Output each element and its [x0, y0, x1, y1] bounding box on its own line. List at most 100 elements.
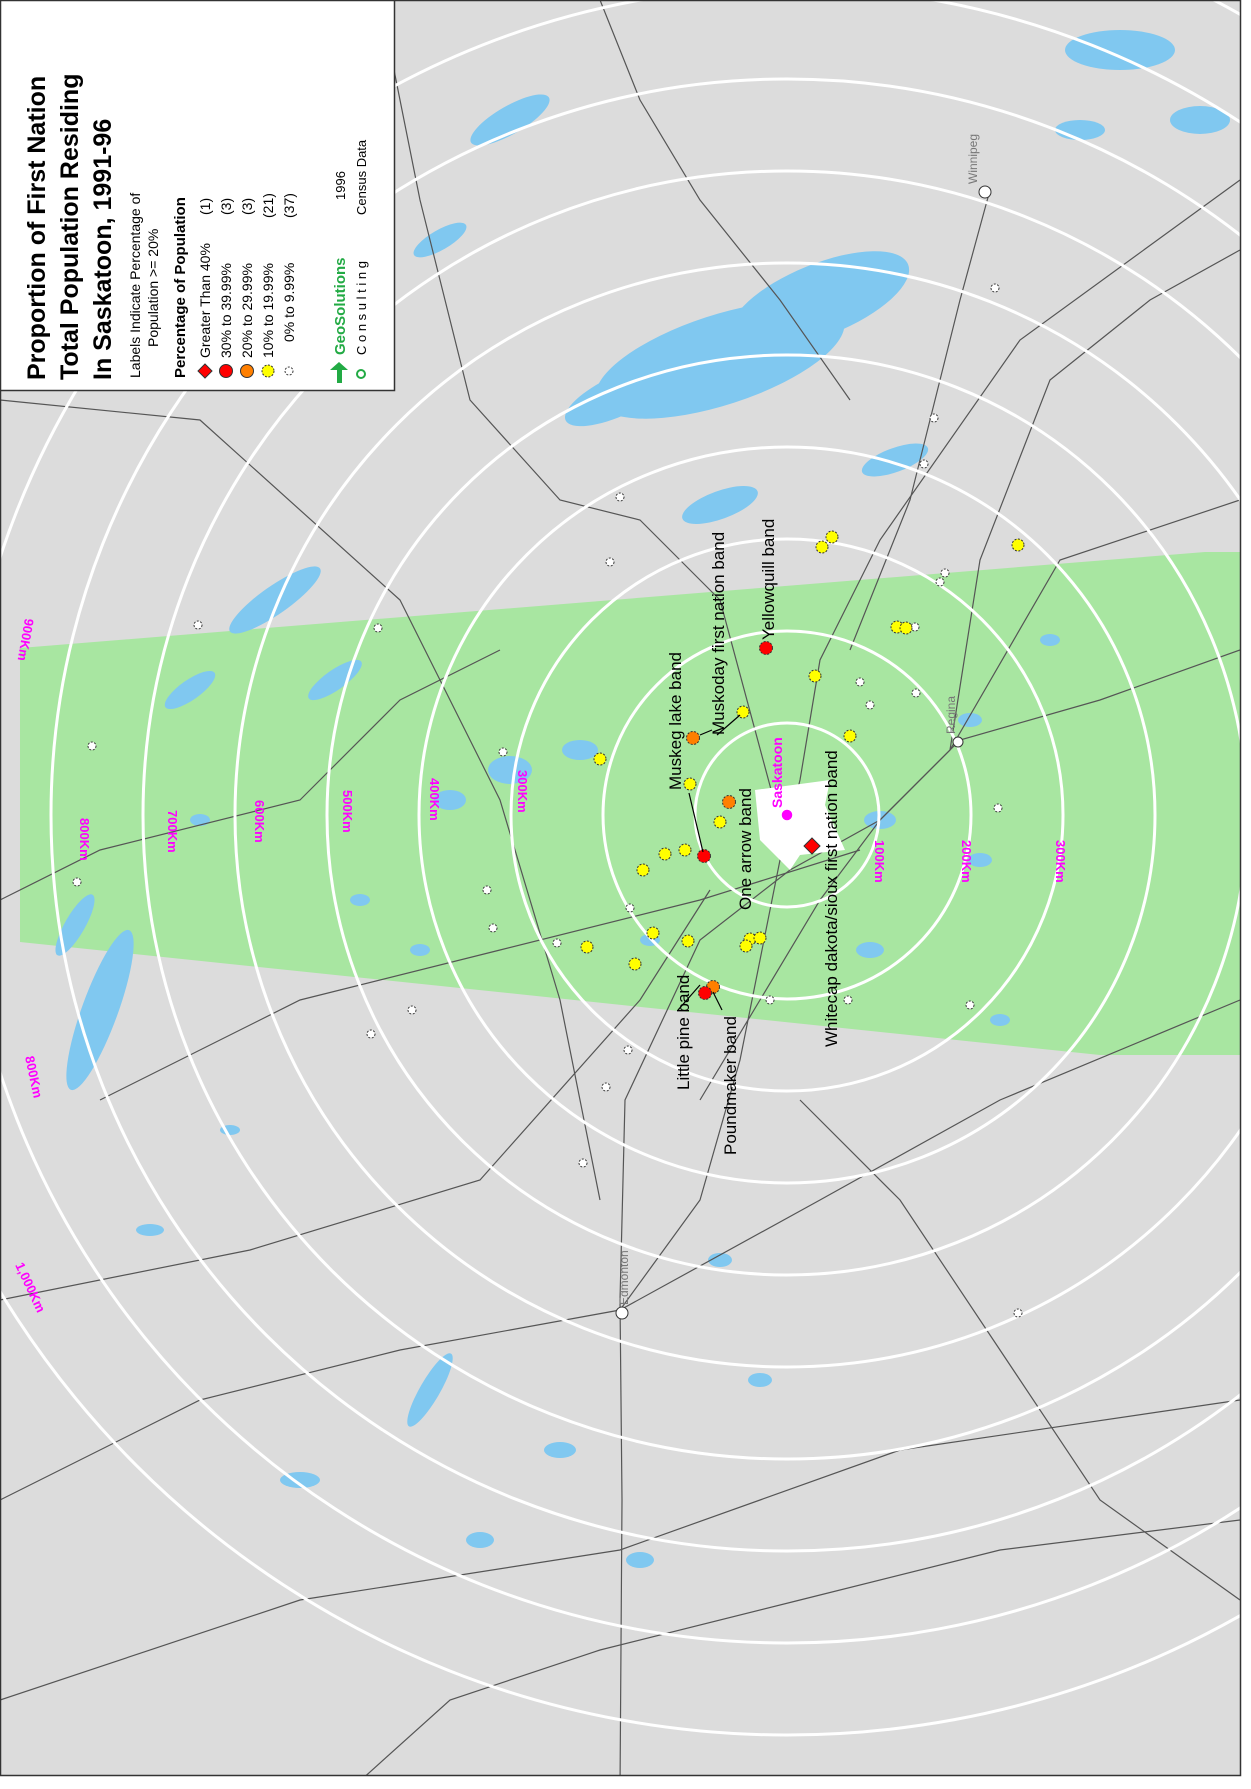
- band-label-little-pine: Little pine band: [674, 975, 693, 1090]
- legend-class-label: 0% to 9.99%: [281, 263, 297, 342]
- logo-name: GeoSolutions: [332, 258, 349, 356]
- band-label-one-arrow: One arrow band: [736, 788, 755, 910]
- point-mid: [899, 621, 913, 635]
- point-mid: [593, 752, 607, 766]
- point-red: [759, 641, 773, 655]
- saskatoon-city-area: [755, 780, 845, 870]
- point-mid: [843, 729, 857, 743]
- point-low: [601, 1082, 611, 1092]
- ring-label-900km: 900Km: [15, 617, 37, 662]
- point-mid: [815, 540, 829, 554]
- legend-note-line-2: Population >= 20%: [145, 229, 161, 347]
- point-low: [929, 413, 939, 423]
- point-mid: [678, 843, 692, 857]
- point-mid: [1011, 538, 1025, 552]
- legend-class-label: 30% to 39.99%: [218, 263, 234, 358]
- point-mid: [825, 530, 839, 544]
- legend-box: [0, 0, 396, 392]
- band-label-muskeg-lake: Muskeg lake band: [666, 652, 685, 790]
- point-low: [625, 903, 635, 913]
- point-low: [407, 1005, 417, 1015]
- community-points: [72, 283, 1025, 1318]
- point-red: [697, 849, 711, 863]
- point-low: [605, 557, 615, 567]
- band-leader-lines: [677, 714, 741, 1011]
- point-mid: [808, 669, 822, 683]
- ring-label-200km: 200Km: [959, 840, 974, 883]
- point-highest: [803, 837, 821, 855]
- city-markers: [615, 185, 992, 1320]
- city-label-regina: Regina: [944, 696, 958, 734]
- point-mid: [628, 957, 642, 971]
- point-low: [855, 677, 865, 687]
- point-mid: [658, 847, 672, 861]
- point-orange: [686, 731, 700, 745]
- point-low: [965, 1000, 975, 1010]
- legend-title-line-1: Proportion of First Nation: [23, 76, 51, 380]
- point-orange: [722, 795, 736, 809]
- point-low: [498, 747, 508, 757]
- city-label-saskatoon: Saskatoon: [769, 737, 785, 808]
- point-mid: [739, 939, 753, 953]
- point-mid: [681, 934, 695, 948]
- point-low: [765, 995, 775, 1005]
- regina-marker: [952, 736, 964, 748]
- band-label-yellowquill: Yellowquill band: [759, 519, 778, 640]
- legend-heading: Percentage of Population: [172, 197, 189, 378]
- point-low: [623, 1045, 633, 1055]
- ring-label-800km-a: 800Km: [77, 818, 92, 861]
- point-low: [993, 803, 1003, 813]
- legend-symbol-20-29: [240, 364, 254, 378]
- geosolutions-logo: [330, 362, 366, 383]
- point-low: [87, 741, 97, 751]
- point-low: [865, 700, 875, 710]
- point-mid: [636, 863, 650, 877]
- point-low: [843, 995, 853, 1005]
- point-low: [488, 923, 498, 933]
- point-mid: [753, 931, 767, 945]
- city-label-edmonton: Edmonton: [617, 1250, 631, 1305]
- legend: Proportion of First Nation Total Populat…: [0, 0, 396, 392]
- point-mid: [646, 926, 660, 940]
- point-low: [911, 688, 921, 698]
- point-low: [366, 1029, 376, 1039]
- point-low: [72, 877, 82, 887]
- legend-class-count: (3): [218, 198, 234, 215]
- point-low: [615, 492, 625, 502]
- band-label-whitecap: Whitecap dakota/sioux first nation band: [822, 750, 841, 1047]
- point-low: [193, 620, 203, 630]
- point-low: [990, 283, 1000, 293]
- ring-label-300km-west: 300Km: [515, 770, 530, 813]
- legend-symbol-30-39: [219, 364, 233, 378]
- point-low: [935, 577, 945, 587]
- point-low: [373, 623, 383, 633]
- logo-subtitle: C o n s u l t i n g: [354, 261, 369, 355]
- legend-symbol-0-9: [284, 366, 294, 376]
- ring-label-100km: 100Km: [872, 840, 887, 883]
- legend-class-label: Greater Than 40%: [197, 243, 213, 358]
- ring-label-300km-east: 300Km: [1053, 840, 1068, 883]
- legend-class-label: 10% to 19.99%: [260, 263, 276, 358]
- source-line-2: Census Data: [354, 139, 369, 215]
- legend-class-label: 20% to 29.99%: [239, 263, 255, 358]
- winnipeg-marker: [978, 185, 992, 199]
- legend-note-line-1: Labels Indicate Percentage of: [127, 193, 143, 378]
- edmonton-marker: [615, 1306, 629, 1320]
- point-low: [578, 1158, 588, 1168]
- ring-label-600km: 600Km: [252, 800, 267, 843]
- legend-class-count: (1): [197, 198, 213, 215]
- ring-label-700km: 700Km: [165, 810, 180, 853]
- point-low: [1013, 1308, 1023, 1318]
- legend-symbol-10-19: [261, 364, 275, 378]
- city-label-winnipeg: Winnipeg: [966, 134, 980, 184]
- source-line-1: 1996: [333, 171, 348, 200]
- legend-class-count: (21): [260, 193, 276, 218]
- legend-class-count: (37): [281, 193, 297, 218]
- point-mid: [683, 777, 697, 791]
- legend-title-line-3: In Saskatoon, 1991-96: [89, 119, 117, 380]
- ring-label-500km: 500Km: [340, 790, 355, 833]
- point-red: [698, 986, 712, 1000]
- saskatoon-marker: [780, 808, 794, 822]
